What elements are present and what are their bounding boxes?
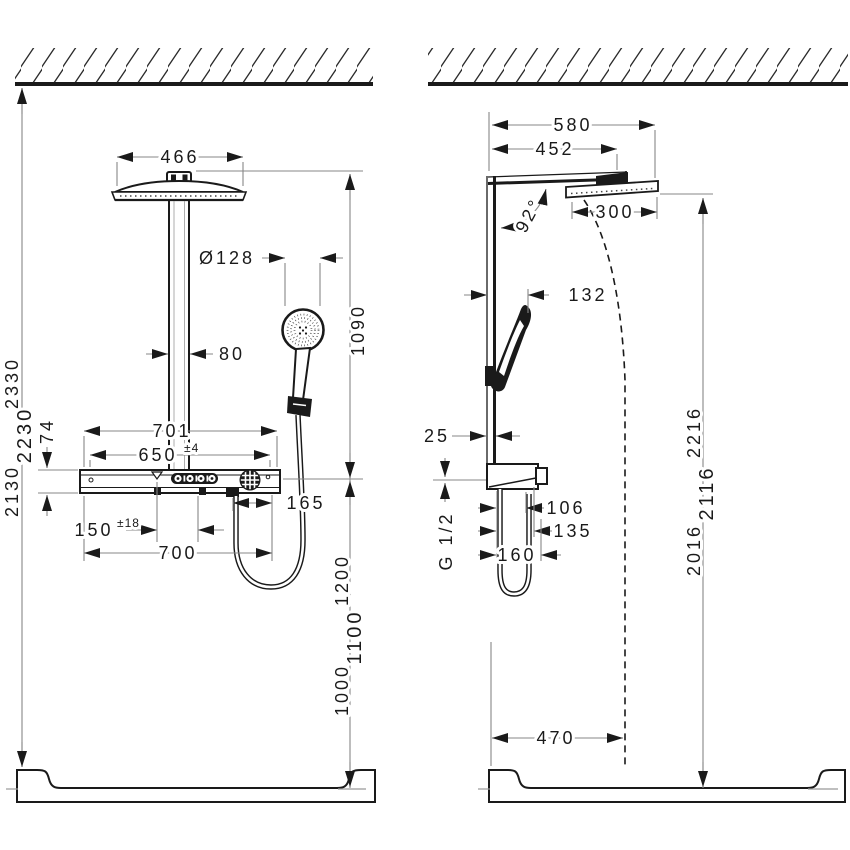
shower-hose-side: [497, 489, 532, 597]
dim-pipe-width: 80: [219, 344, 245, 364]
dim-shelf-total-width: 701: [152, 421, 191, 441]
dim-shelf-mount-width: 650: [138, 445, 177, 465]
dim-valve-depth-106: 106: [546, 498, 585, 518]
dim-total-2230: 2230: [14, 407, 36, 464]
shower-tray-side: [478, 769, 846, 803]
dim-supply-tol: ±18: [117, 516, 140, 530]
dim-height-head-to-shelf: 1090: [348, 304, 368, 356]
dim-height-2016: 2016: [684, 524, 704, 576]
dim-riser-1100: 1100: [344, 609, 366, 664]
dim-supply-spacing: 150: [74, 520, 113, 540]
dim-riser-1200: 1200: [332, 554, 352, 606]
dim-handshower-reach: 132: [568, 285, 607, 305]
dim-overall-depth: 580: [553, 115, 592, 135]
side-dimension-lines: [433, 112, 713, 788]
ceiling-right: [428, 48, 848, 86]
dim-riser-1000: 1000: [332, 664, 352, 716]
overhead-shower-front: [110, 171, 248, 202]
dim-arm-length: 452: [535, 139, 574, 159]
dim-height-2116: 2116: [696, 465, 718, 520]
valve-side: [486, 463, 548, 490]
shower-tray-front: [6, 769, 376, 803]
hand-shower-front: [281, 308, 325, 417]
dim-handshower-diameter: Ø128: [199, 248, 255, 268]
ceiling-left: [15, 48, 373, 86]
dim-total-2130: 2130: [2, 465, 22, 517]
select-buttons: [171, 473, 218, 484]
dim-valve-depth-160: 160: [497, 545, 536, 565]
front-view: [6, 171, 376, 803]
hand-shower-side: [485, 305, 532, 392]
dim-hose-offset: 165: [286, 493, 325, 513]
dim-lower-width: 700: [158, 543, 197, 563]
dim-shelf-mount-tol: ±4: [184, 441, 199, 455]
dim-arm-angle: 92°: [511, 194, 546, 235]
dim-thread: G 1/2: [436, 511, 456, 570]
front-dimension-lines: [17, 88, 363, 788]
dim-total-2330: 2330: [2, 357, 22, 409]
dim-head-depth: 300: [595, 202, 634, 222]
side-dimension-labels: 580 452 300 92° 132 25 106 135 160 G 1/2…: [421, 112, 721, 751]
shower-hose-front: [233, 414, 306, 590]
overhead-shower-side: [565, 172, 659, 199]
dim-spray-reach: 470: [536, 728, 575, 748]
riser-pipe-front: [168, 200, 190, 470]
thermostat-shelf: [79, 469, 281, 497]
dim-valve-depth-135: 135: [553, 521, 592, 541]
dim-height-2216: 2216: [684, 406, 704, 458]
dim-pipe-offset: 25: [424, 426, 450, 446]
side-view: [478, 171, 846, 803]
dim-shelf-height: 74: [37, 418, 57, 444]
front-dimension-labels: 466 Ø128 80 701 650 ±4 74 150 ±18 165 70…: [0, 144, 371, 719]
thermostat-dial: [239, 469, 261, 491]
dim-head-width: 466: [160, 147, 199, 167]
